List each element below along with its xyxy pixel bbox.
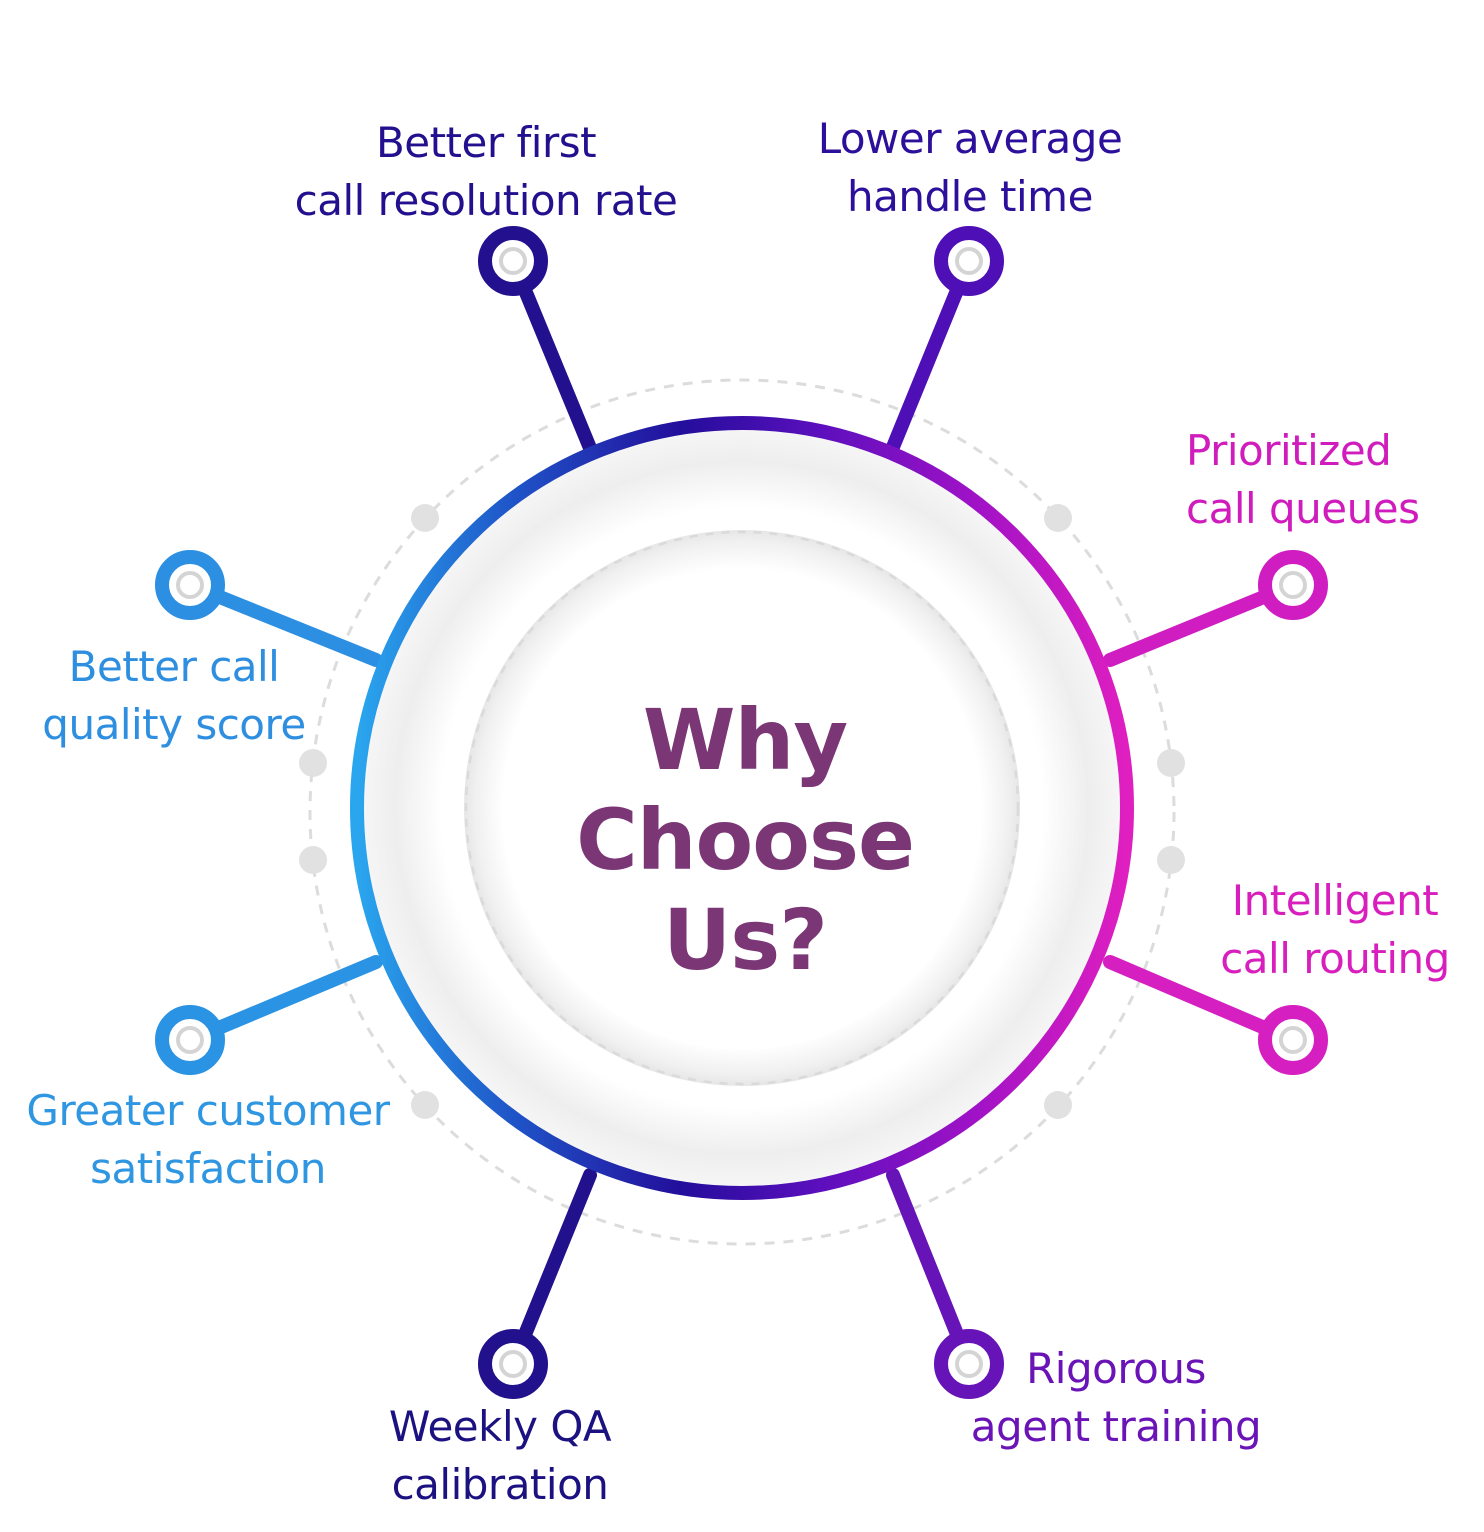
node-core	[176, 1026, 204, 1054]
label-line: agent training	[970, 1402, 1262, 1451]
node-call-routing	[1258, 1005, 1328, 1075]
center-title: Why Choose Us?	[545, 690, 945, 990]
label-line: Better first	[375, 118, 597, 167]
node-core	[1279, 571, 1307, 599]
label-line: calibration	[391, 1460, 609, 1509]
dot	[299, 749, 327, 777]
label-agent-training: Rigorous agent training	[966, 1340, 1266, 1456]
label-line: Weekly QA	[388, 1402, 612, 1451]
center-title-line2: Choose	[576, 791, 915, 889]
label-qa-calibration: Weekly QA calibration	[370, 1398, 630, 1514]
node-core	[955, 247, 983, 275]
label-handle-time: Lower average handle time	[800, 110, 1140, 226]
label-line: Lower average	[817, 114, 1123, 163]
label-line: Better call	[68, 642, 280, 691]
label-line: handle time	[847, 172, 1093, 221]
label-first-call-resolution: Better first call resolution rate	[286, 114, 686, 230]
label-call-routing: Intelligent call routing	[1212, 872, 1458, 988]
center-disc	[504, 574, 980, 1050]
node-call-quality	[155, 550, 225, 620]
label-customer-satisfaction: Greater customer satisfaction	[26, 1082, 390, 1198]
label-line: Prioritized	[1186, 426, 1392, 475]
node-core	[499, 247, 527, 275]
dot	[299, 846, 327, 874]
node-customer-satisfaction	[155, 1005, 225, 1075]
center-title-line1: Why	[642, 691, 848, 789]
label-call-queues: Prioritized call queues	[1186, 422, 1426, 538]
node-core	[176, 571, 204, 599]
outer-dashed-ring	[308, 378, 1176, 1246]
dot	[411, 504, 439, 532]
label-line: Intelligent	[1231, 876, 1439, 925]
node-handle-time	[934, 226, 1004, 296]
decorative-dots	[299, 504, 1185, 1119]
node-call-queues	[1258, 550, 1328, 620]
dot	[1044, 1091, 1072, 1119]
label-line: call resolution rate	[294, 176, 678, 225]
dot	[1157, 749, 1185, 777]
label-line: Greater customer	[26, 1086, 390, 1135]
dot	[411, 1091, 439, 1119]
label-call-quality: Better call quality score	[34, 638, 314, 754]
dot	[1044, 504, 1072, 532]
node-first-call-resolution	[478, 226, 548, 296]
center-title-line3: Us?	[663, 891, 828, 989]
node-core	[1279, 1026, 1307, 1054]
node-qa-calibration	[478, 1329, 548, 1399]
label-line: satisfaction	[90, 1144, 326, 1193]
label-line: call queues	[1186, 484, 1420, 533]
node-markers	[155, 226, 1328, 1399]
node-agent-training	[934, 1329, 1004, 1399]
dot	[1157, 846, 1185, 874]
label-line: quality score	[42, 700, 306, 749]
label-line: call routing	[1220, 934, 1450, 983]
node-core	[955, 1350, 983, 1378]
node-core	[499, 1350, 527, 1378]
label-line: Rigorous	[1026, 1344, 1206, 1393]
inner-dashed-ring	[464, 530, 1020, 1086]
